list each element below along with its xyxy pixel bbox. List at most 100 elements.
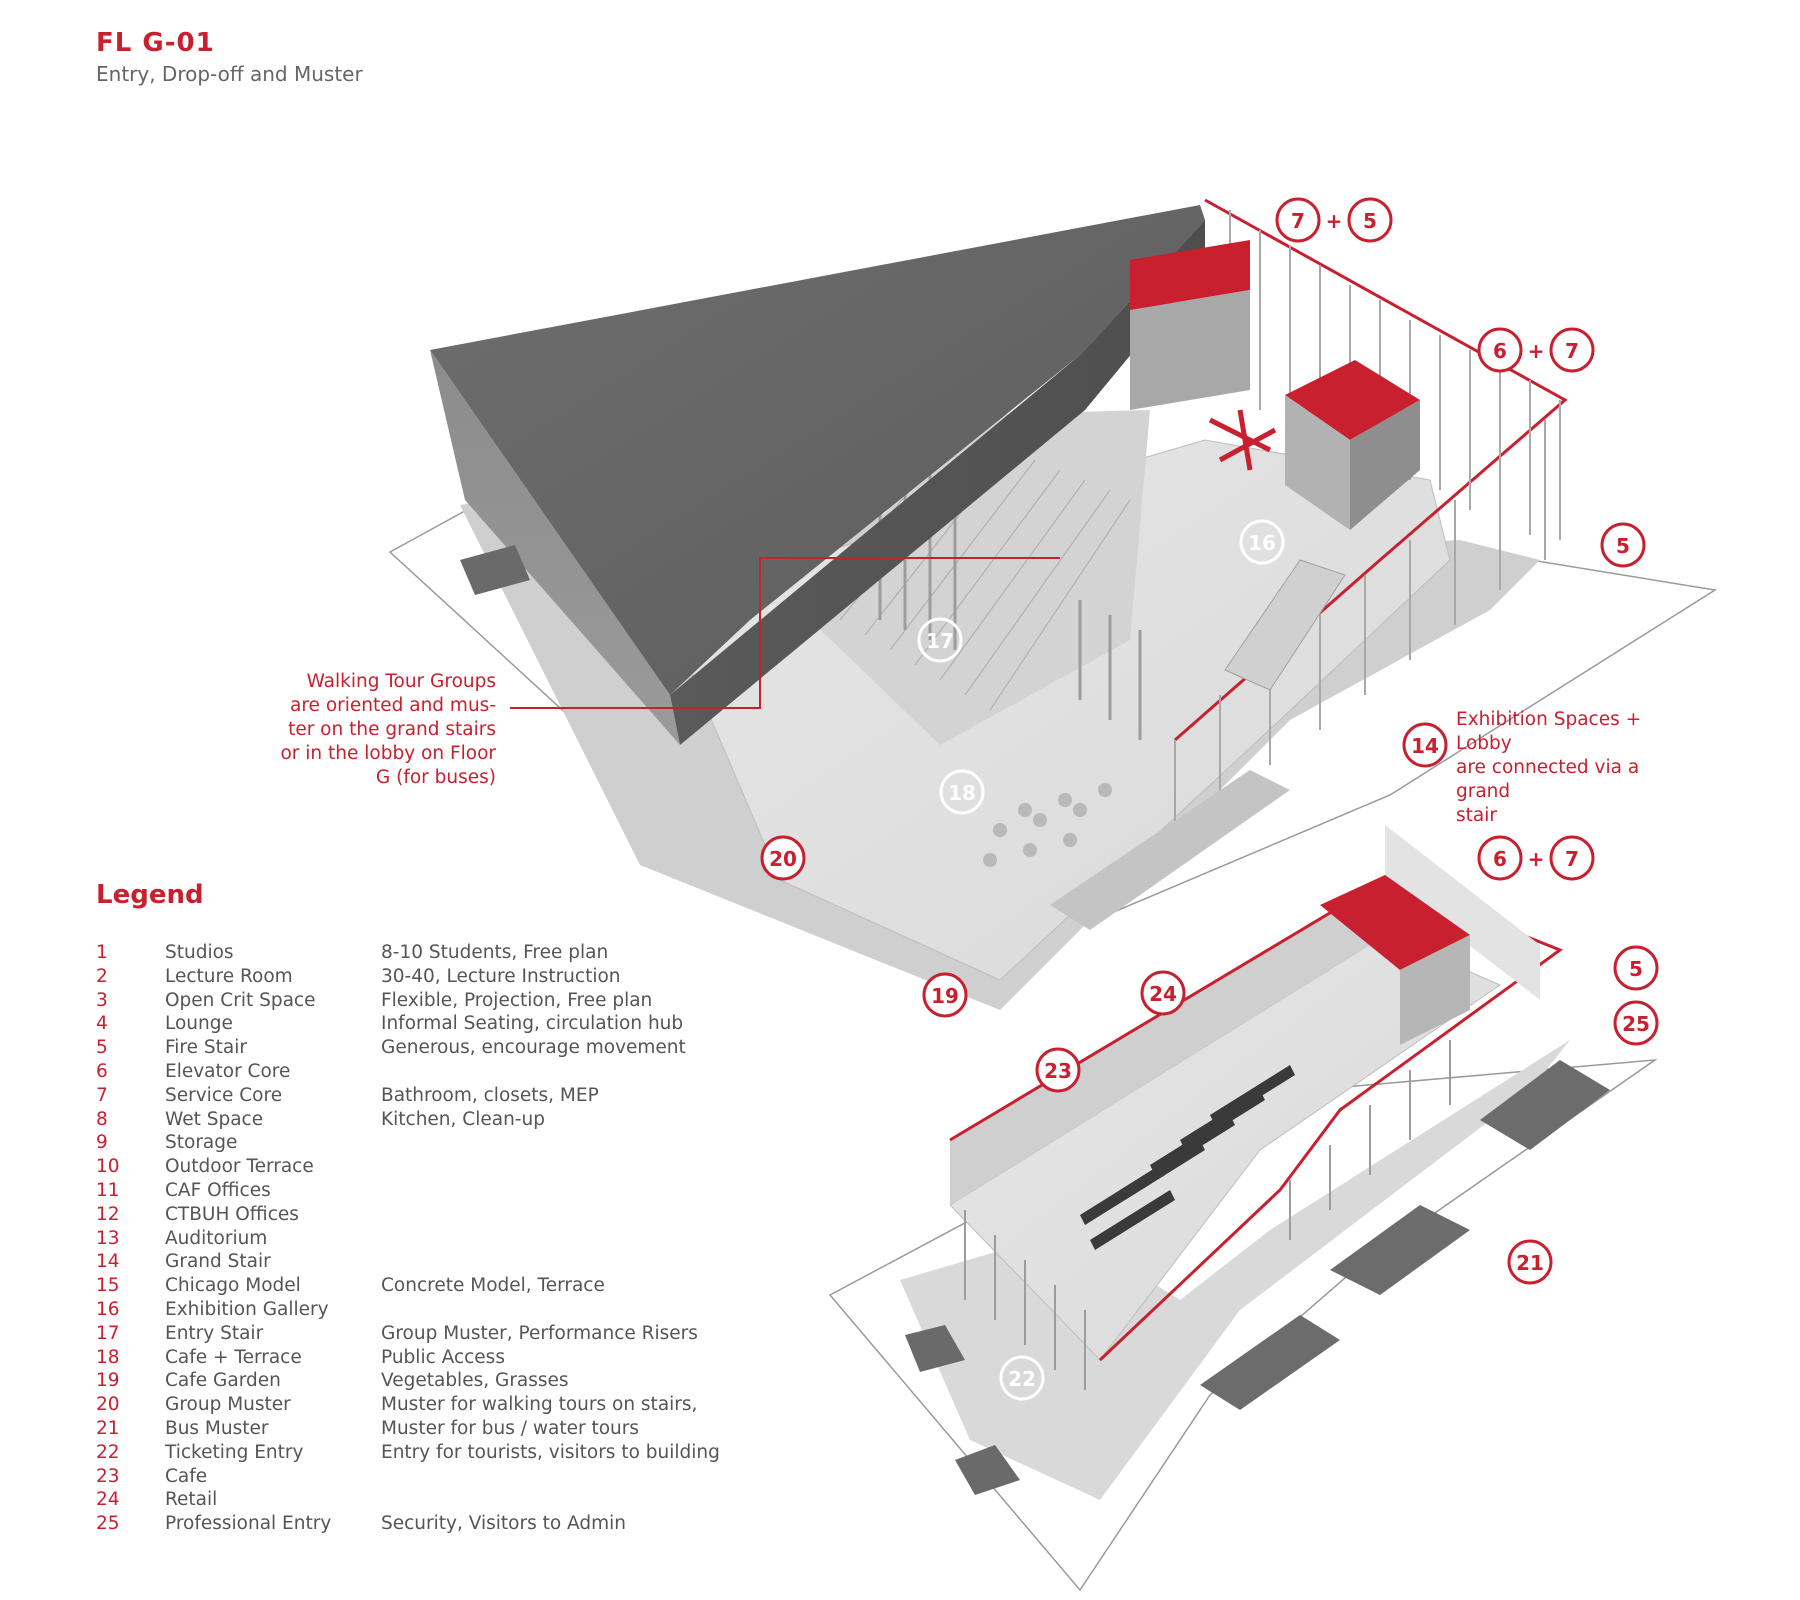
chicago-model-sculpture — [1208, 409, 1277, 471]
legend-description: Kitchen, Clean-up — [381, 1108, 545, 1130]
auditorium-side — [430, 350, 680, 745]
legend-description: Public Access — [381, 1346, 505, 1368]
lower-mullions — [964, 1040, 1451, 1390]
marker-20 — [760, 835, 806, 881]
marker-7-top-label: 7 — [1291, 209, 1305, 233]
legend-number: 9 — [96, 1132, 108, 1154]
elevator-core-top — [1285, 360, 1420, 440]
lower-building — [828, 825, 1658, 1592]
legend-number: 17 — [96, 1322, 120, 1344]
marker-21-label: 21 — [1516, 1251, 1544, 1275]
legend-row: 23 Cafe — [96, 1466, 736, 1490]
legend-number: 13 — [96, 1227, 120, 1249]
bus-1 — [1480, 1060, 1610, 1150]
legend-name: Cafe — [165, 1465, 208, 1487]
legend-row: 12 CTBUH Offices — [96, 1204, 736, 1228]
car-upper — [460, 545, 530, 595]
legend-number: 4 — [96, 1013, 108, 1035]
legend-row: 14 Grand Stair — [96, 1251, 736, 1275]
legend-name: Grand Stair — [165, 1251, 271, 1273]
legend-name: Service Core — [165, 1084, 283, 1106]
ground-slab-lower — [900, 1040, 1570, 1500]
legend-name: Lounge — [165, 1013, 233, 1035]
legend-name: Ticketing Entry — [165, 1441, 304, 1463]
legend-number: 12 — [96, 1203, 120, 1225]
plus-top: + — [1326, 209, 1343, 233]
legend-number: 14 — [96, 1251, 120, 1273]
legend-number: 21 — [96, 1417, 120, 1439]
marker-16 — [1239, 519, 1285, 565]
legend-description: Concrete Model, Terrace — [381, 1275, 605, 1297]
exhibition-callout: Exhibition Spaces + Lobby are connected … — [1456, 708, 1696, 828]
bus-2 — [1330, 1205, 1470, 1295]
walking-tour-line-3: ter on the grand stairs — [288, 719, 496, 740]
marker-17 — [917, 617, 963, 663]
marker-6-low — [1477, 835, 1523, 881]
legend-row: 8 Wet Space Kitchen, Clean-up — [96, 1109, 736, 1133]
marker-19 — [922, 972, 968, 1018]
legend-description: Group Muster, Performance Risers — [381, 1322, 698, 1344]
service-core-mass — [1130, 290, 1250, 410]
legend-name: Cafe Garden — [165, 1370, 281, 1392]
legend-description: Vegetables, Grasses — [381, 1370, 569, 1392]
legend-number: 24 — [96, 1489, 120, 1511]
legend-name: Lecture Room — [165, 965, 293, 987]
legend-name: Chicago Model — [165, 1275, 301, 1297]
legend-name: CTBUH Offices — [165, 1203, 299, 1225]
entry-stair — [800, 410, 1150, 745]
exhibition-line-1: Exhibition Spaces + Lobby — [1456, 709, 1642, 754]
marker-24-label: 24 — [1149, 982, 1177, 1006]
legend-number: 18 — [96, 1346, 120, 1368]
upper-building — [388, 198, 1718, 1010]
red-markers — [760, 197, 1659, 1285]
legend-number: 8 — [96, 1108, 108, 1130]
page-subtitle: Entry, Drop-off and Muster — [96, 62, 363, 86]
legend-number: 6 — [96, 1060, 108, 1082]
legend-name: Auditorium — [165, 1227, 268, 1249]
white-markers — [917, 519, 1285, 1401]
legend-description: Security, Visitors to Admin — [381, 1513, 627, 1535]
walking-tour-line-4: or in the lobby on Floor — [280, 743, 496, 764]
legend-name: Wet Space — [165, 1108, 264, 1130]
marker-24 — [1140, 970, 1186, 1016]
legend-number: 1 — [96, 942, 108, 963]
marker-16-label: 16 — [1248, 531, 1276, 555]
legend-description: 30-40, Lecture Instruction — [381, 965, 621, 987]
marker-22 — [999, 1355, 1045, 1401]
marker-14 — [1402, 722, 1448, 768]
marker-5-top — [1347, 197, 1393, 243]
plus-mid: + — [1528, 339, 1545, 363]
elevator-core-mass — [1285, 395, 1350, 530]
legend-number: 20 — [96, 1394, 120, 1416]
red-marker-labels: 7 5 + 6 7 + 5 14 20 19 24 23 6 7 + 5 25 … — [769, 209, 1650, 1275]
walking-tour-callout: Walking Tour Groups are oriented and mus… — [270, 670, 496, 790]
walking-tour-leader — [510, 557, 1060, 709]
lower-red-edge — [949, 878, 1564, 1362]
auditorium-top — [430, 205, 1205, 695]
white-marker-labels: 16 17 18 22 — [926, 531, 1276, 1391]
legend-name: Bus Muster — [165, 1417, 269, 1439]
legend-row: 24 Retail — [96, 1489, 736, 1513]
legend-description: Muster for walking tours on stairs, — [381, 1394, 698, 1416]
auditorium-front — [670, 220, 1205, 745]
legend-description: Bathroom, closets, MEP — [381, 1084, 599, 1106]
legend-number: 23 — [96, 1465, 120, 1487]
legend-number: 16 — [96, 1298, 120, 1320]
legend-number: 22 — [96, 1441, 120, 1463]
marker-5-top-label: 5 — [1363, 209, 1377, 233]
legend-name: Retail — [165, 1489, 218, 1511]
marker-18 — [939, 769, 985, 815]
legend-description: 8-10 Students, Free plan — [381, 942, 609, 963]
grand-stair — [1224, 559, 1346, 691]
legend-name: Open Crit Space — [165, 989, 316, 1011]
